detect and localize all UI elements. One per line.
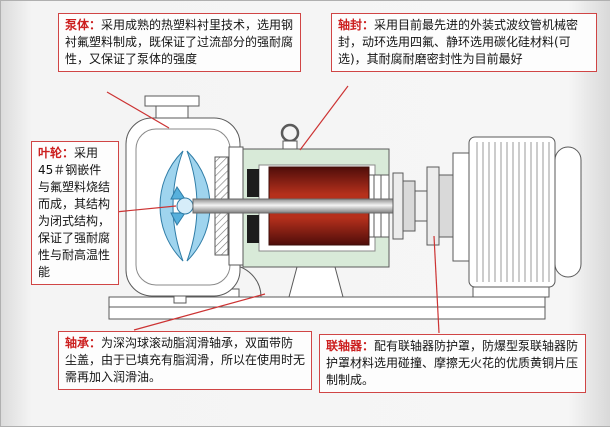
callout-impeller-label: 叶轮： — [38, 146, 75, 160]
leader-pump-body — [106, 91, 170, 129]
callout-coupling: 联轴器：配有联轴器防护罩，防爆型泵联轴器防护罩材料选用碰撞、摩擦无火花的优质黄铜… — [319, 334, 586, 394]
callout-shaft-seal-label: 轴封： — [338, 18, 375, 32]
callout-pump-body-text: 采用成熟的热塑料衬里技术，选用钢衬氟塑料制成，既保证了过流部分的强耐腐性，又保证… — [65, 18, 294, 67]
leader-bearing — [133, 293, 266, 331]
callout-impeller-text: 采用45＃钢嵌件与氟塑料烧结而成，其结构为闭式结构，保证了强耐腐性与耐高温性能 — [38, 146, 111, 280]
motor — [452, 136, 582, 298]
callout-bearing-label: 轴承： — [65, 336, 102, 350]
shaft-assembly — [192, 166, 460, 246]
callout-pump-body-label: 泵体： — [65, 18, 102, 32]
leader-shaft-seal — [299, 85, 349, 151]
callout-bearing-text: 为深沟球滚动脂润滑轴承，双面带防尘盖，由于已填充有脂润滑，所以在使用时无需再加入… — [65, 336, 306, 385]
callout-coupling-label: 联轴器： — [326, 339, 375, 353]
seal-block-top — [247, 169, 259, 197]
lifting-ring — [280, 123, 300, 150]
callout-shaft-seal-text: 采用目前最先进的外装式波纹管机械密封，动环选用四氟、静环选用碳化硅材料(可选)，… — [338, 18, 579, 67]
coupling — [392, 166, 454, 246]
callout-coupling-text: 配有联轴器防护罩，防爆型泵联轴器防护罩材料选用碰撞、摩擦无火花的优质黄铜片压制制… — [326, 339, 579, 388]
callout-shaft-seal: 轴封：采用目前最先进的外装式波纹管机械密封，动环选用四氟、静环选用碳化硅材料(可… — [331, 13, 597, 73]
callout-bearing: 轴承：为深沟球滚动脂润滑轴承，双面带防尘盖，由于已填充有脂润滑，所以在使用时无需… — [58, 331, 312, 391]
seal-block-bottom — [247, 215, 259, 243]
motor-fins — [476, 142, 550, 282]
callout-impeller: 叶轮：采用45＃钢嵌件与氟塑料烧结而成，其结构为闭式结构，保证了强耐腐性与耐高温… — [31, 141, 119, 286]
leader-coupling — [433, 235, 440, 334]
callout-pump-body: 泵体：采用成熟的热塑料衬里技术，选用钢衬氟塑料制成，既保证了过流部分的强耐腐性，… — [58, 13, 301, 73]
leader-lines — [104, 85, 440, 334]
